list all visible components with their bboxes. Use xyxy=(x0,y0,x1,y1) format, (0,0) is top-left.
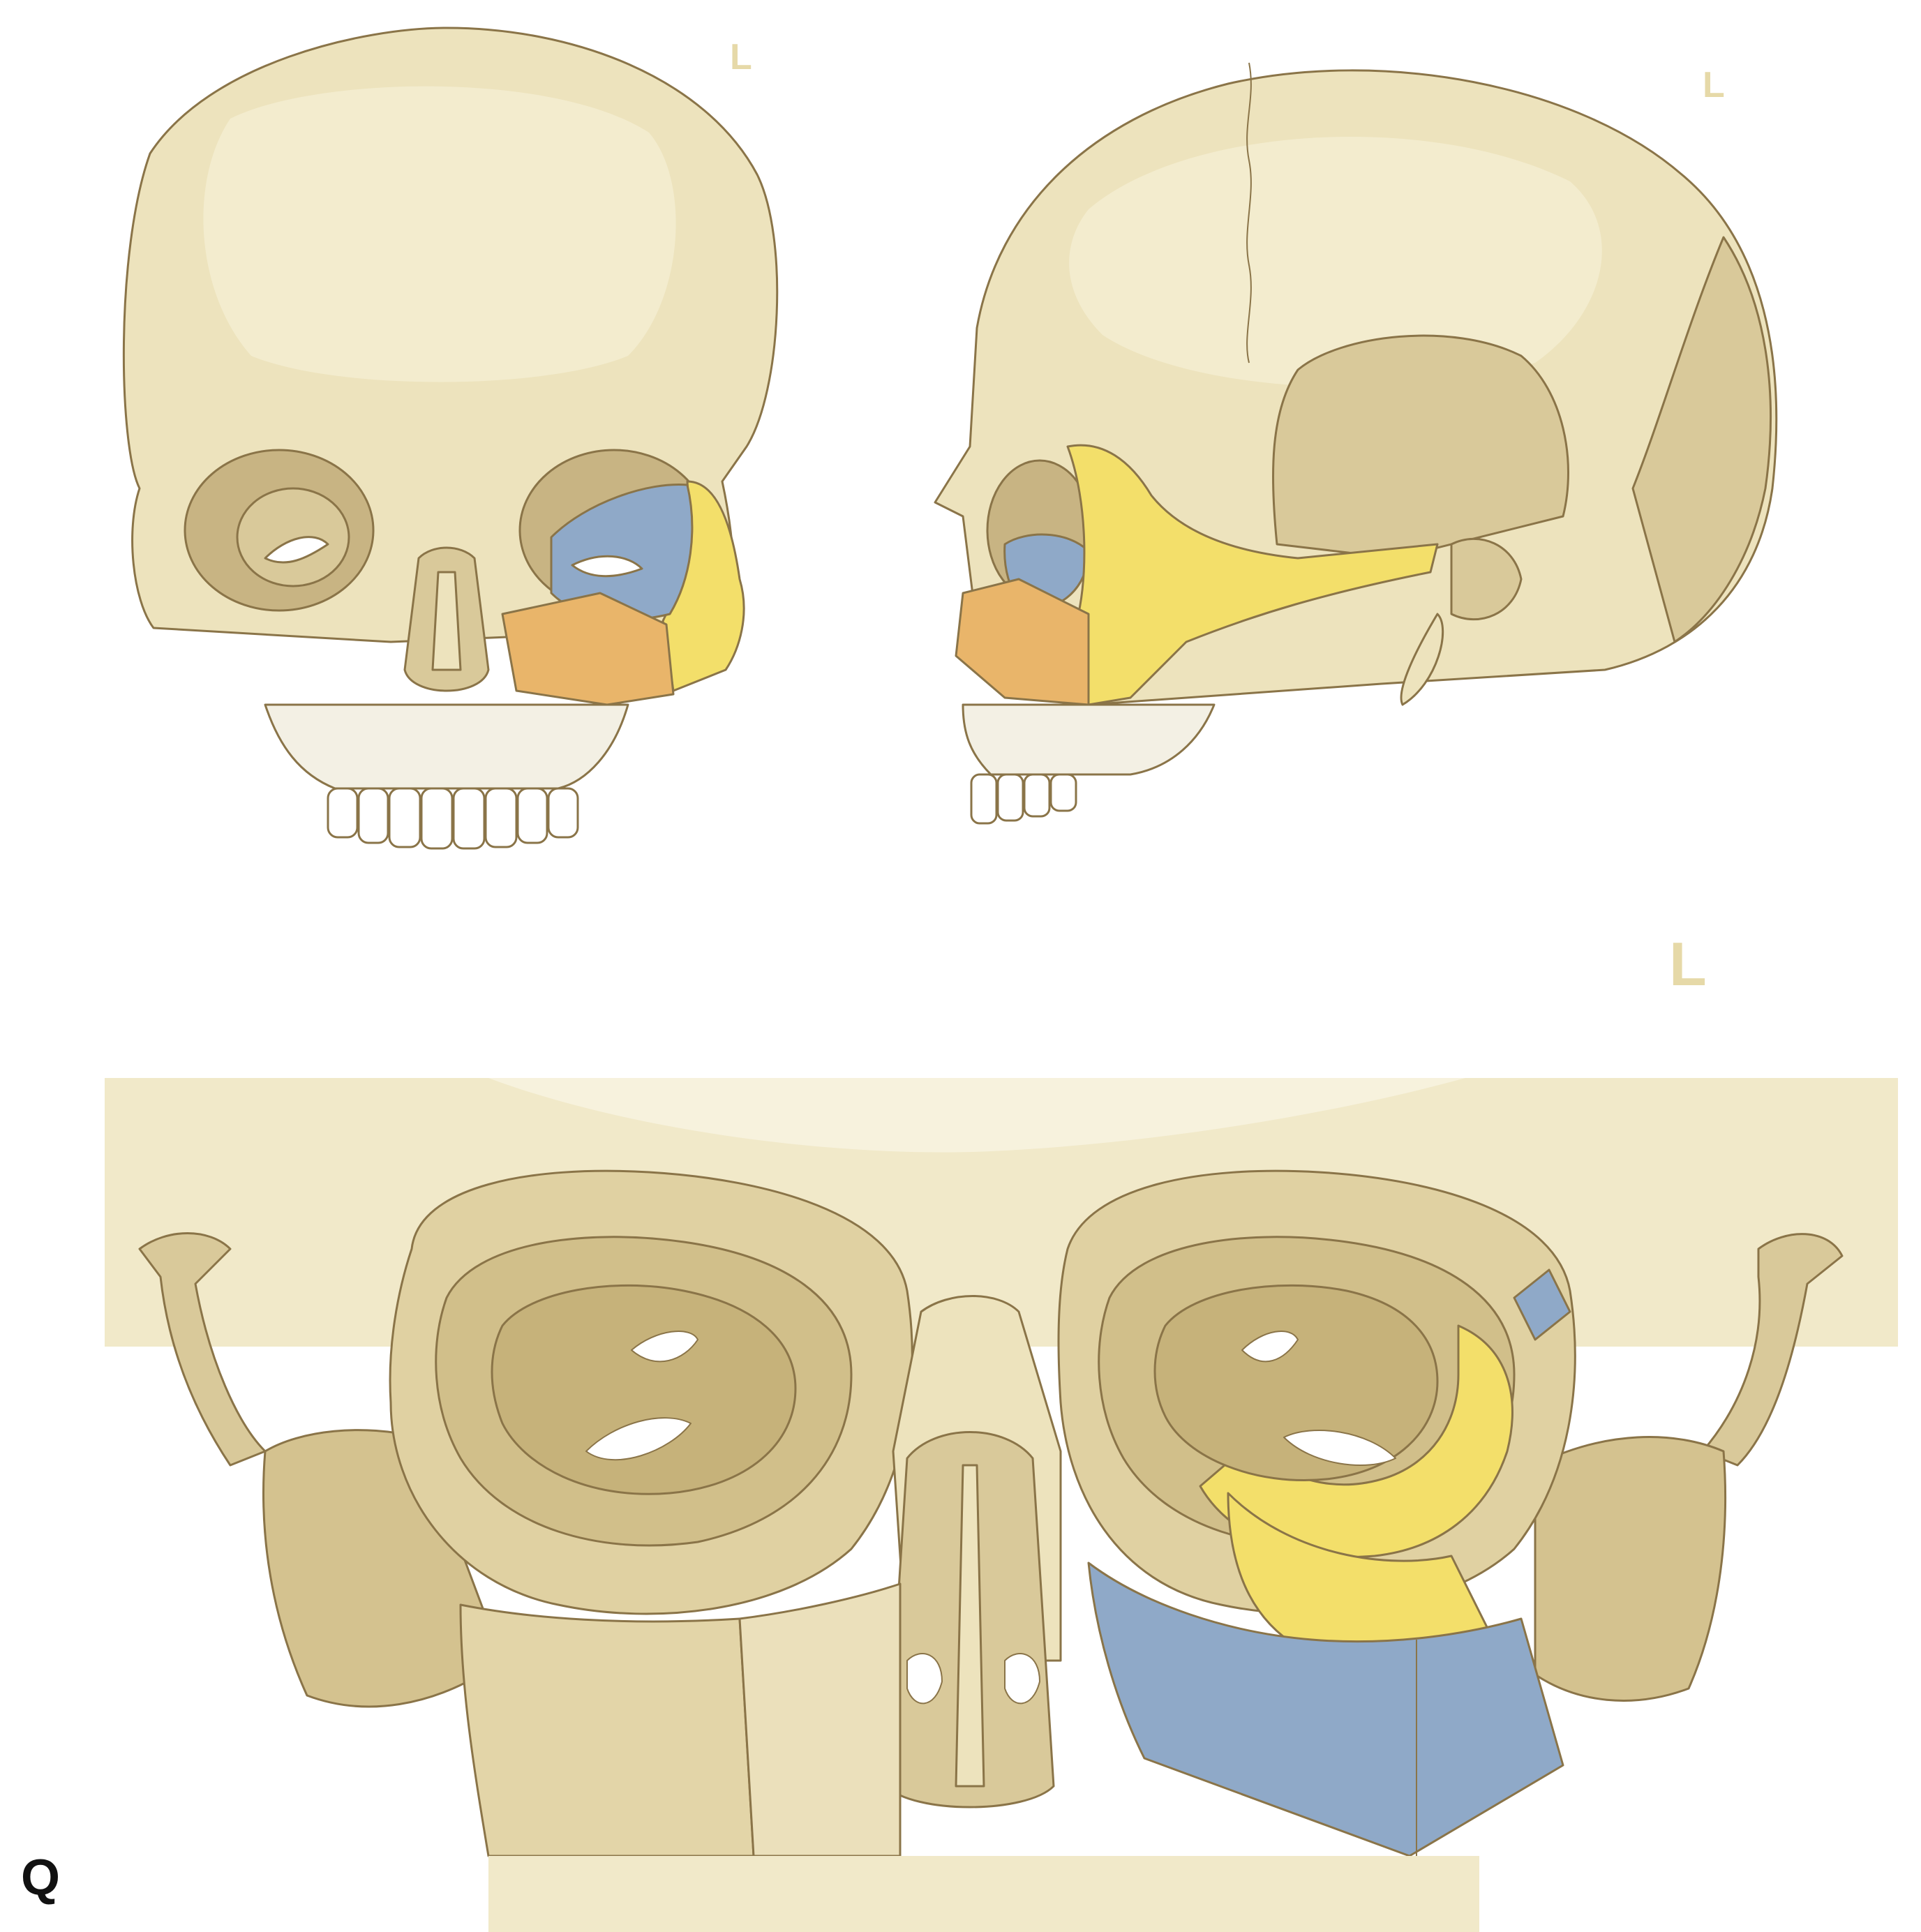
right-maxilla-blue xyxy=(1087,1562,1564,1857)
panel-letter: Q xyxy=(21,1850,61,1905)
teeth-front xyxy=(327,787,579,850)
coronal-suture xyxy=(1246,62,1252,364)
zygomatic-highlight-lateral xyxy=(1066,444,1439,706)
right-orbit-fissure-2 xyxy=(1283,1430,1396,1466)
nasal-cavity-right xyxy=(1004,1653,1040,1705)
right-cheek-block xyxy=(1534,1436,1727,1702)
orbit-right-inner xyxy=(236,487,350,587)
orbit-left-fissure xyxy=(571,555,643,578)
nasal-cavity-left xyxy=(906,1653,943,1705)
side-label-lateral: L xyxy=(1703,65,1725,105)
left-maxilla-panel xyxy=(459,1603,755,1857)
maxilla-highlight-front xyxy=(501,592,675,706)
skull-lateral-view xyxy=(934,62,1778,825)
left-orbit-fissure-1 xyxy=(631,1331,698,1363)
side-label-orbit: L xyxy=(1669,929,1707,998)
left-cheek-block xyxy=(262,1429,504,1708)
right-orbit-fissure-1 xyxy=(1241,1331,1299,1363)
right-orbit-inner xyxy=(1153,1284,1439,1482)
nasal-septum xyxy=(955,1464,985,1788)
upper-jaw-lateral xyxy=(962,703,1216,776)
nasal-septum-front xyxy=(431,571,462,671)
skull-frontal-view xyxy=(122,27,779,850)
right-sphenoid-wing xyxy=(1701,1233,1844,1467)
side-label-frontal: L xyxy=(730,37,752,77)
lateral-highlight xyxy=(1069,136,1602,387)
styloid-process xyxy=(1400,613,1444,706)
forehead-highlight xyxy=(203,86,676,382)
left-sphenoid-wing xyxy=(138,1232,267,1467)
orbit-closeup-view xyxy=(105,1078,1898,1932)
upper-jaw-front xyxy=(264,703,629,790)
left-maxilla-panel-2 xyxy=(738,1582,902,1857)
teeth-lateral xyxy=(970,773,1077,825)
closeup-forehead xyxy=(488,1078,1465,1153)
left-orbit-fissure-2 xyxy=(585,1417,692,1461)
left-orbit-inner xyxy=(491,1284,797,1495)
orbit-right-fissure xyxy=(264,536,329,564)
right-orbit-blue-wedge xyxy=(1513,1268,1571,1341)
temporal-region xyxy=(1271,334,1569,560)
mastoid-process xyxy=(1450,537,1523,621)
occipital-region xyxy=(1631,236,1772,643)
closeup-lower-band xyxy=(488,1856,1479,1932)
